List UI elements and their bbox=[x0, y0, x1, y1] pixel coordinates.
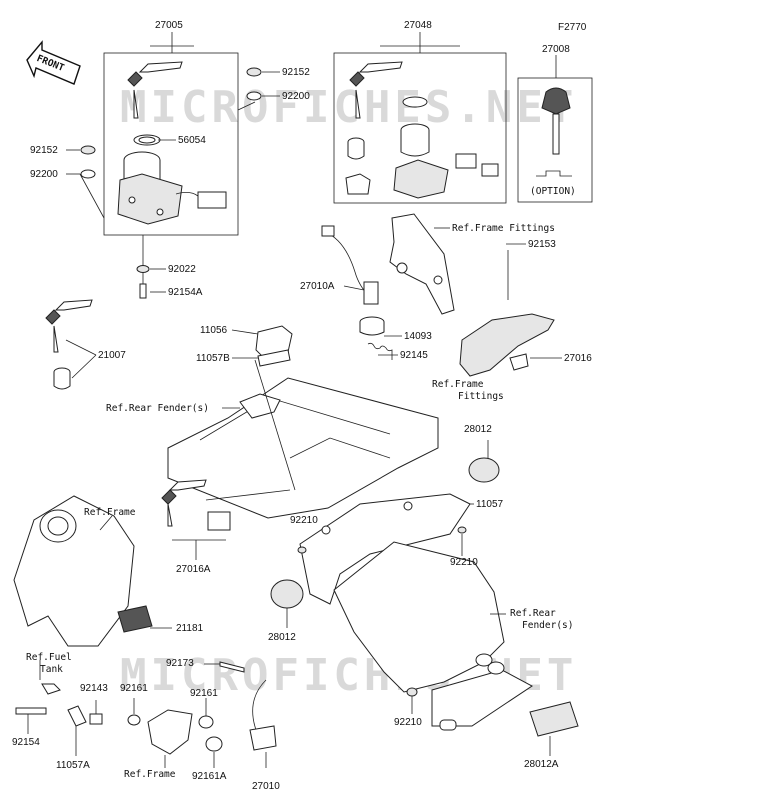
label-11057a: 11057A bbox=[56, 760, 90, 771]
label-27008: 27008 bbox=[542, 44, 570, 55]
label-ref-fuel-tank-2: Tank bbox=[40, 664, 63, 675]
label-ref-rear-fender-top: Ref.Rear Fender(s) bbox=[106, 403, 209, 414]
label-92161-left: 92161 bbox=[120, 683, 148, 694]
label-11057: 11057 bbox=[476, 499, 504, 510]
label-92152-top: 92152 bbox=[282, 67, 310, 78]
front-arrow-icon bbox=[26, 40, 81, 85]
label-92143: 92143 bbox=[80, 683, 108, 694]
label-ref-frame-fittings-top: Ref.Frame Fittings bbox=[452, 223, 555, 234]
label-92153: 92153 bbox=[528, 239, 556, 250]
label-ref-frame-left: Ref.Frame bbox=[84, 507, 136, 518]
label-11056: 11056 bbox=[200, 325, 228, 336]
label-27048: 27048 bbox=[404, 20, 432, 31]
label-56054: 56054 bbox=[178, 135, 206, 146]
label-27016: 27016 bbox=[564, 353, 592, 364]
label-14093: 14093 bbox=[404, 331, 432, 342]
box-27005 bbox=[103, 32, 239, 236]
label-92161a: 92161A bbox=[192, 771, 227, 782]
label-f2770: F2770 bbox=[558, 22, 587, 33]
label-ref-rear-fender-right-1: Ref.Rear bbox=[510, 608, 556, 619]
label-ref-frame-fittings-right-2: Fittings bbox=[458, 391, 504, 402]
label-92200-left: 92200 bbox=[30, 169, 58, 180]
label-28012a: 28012A bbox=[524, 759, 559, 770]
label-92152-left: 92152 bbox=[30, 145, 58, 156]
label-92173: 92173 bbox=[166, 658, 194, 669]
label-ref-frame-fittings-right-1: Ref.Frame bbox=[432, 379, 484, 390]
label-ref-frame-bottom: Ref.Frame bbox=[124, 769, 176, 780]
label-27016a: 27016A bbox=[176, 564, 211, 575]
label-92145: 92145 bbox=[400, 350, 428, 361]
label-92022: 92022 bbox=[168, 264, 196, 275]
label-28012-bottom: 28012 bbox=[268, 632, 296, 643]
label-option: (OPTION) bbox=[530, 186, 576, 197]
label-92154a: 92154A bbox=[168, 287, 203, 298]
label-92210-right: 92210 bbox=[450, 557, 478, 568]
label-27010a: 27010A bbox=[300, 281, 335, 292]
label-11057b: 11057B bbox=[196, 353, 230, 364]
label-ref-rear-fender-right-2: Fender(s) bbox=[522, 620, 574, 631]
label-27005: 27005 bbox=[155, 20, 183, 31]
label-92200-top: 92200 bbox=[282, 91, 310, 102]
label-92154: 92154 bbox=[12, 737, 40, 748]
label-21181: 21181 bbox=[176, 623, 204, 634]
box-27008 bbox=[517, 55, 593, 203]
label-21007: 21007 bbox=[98, 350, 126, 361]
label-92161-right: 92161 bbox=[190, 688, 218, 699]
label-ref-fuel-tank-1: Ref.Fuel bbox=[26, 652, 72, 663]
label-28012-top: 28012 bbox=[464, 424, 492, 435]
box-27048 bbox=[333, 32, 507, 204]
label-27010: 27010 bbox=[252, 781, 280, 792]
label-92210-left: 92210 bbox=[290, 515, 318, 526]
label-92210-bottom: 92210 bbox=[394, 717, 422, 728]
